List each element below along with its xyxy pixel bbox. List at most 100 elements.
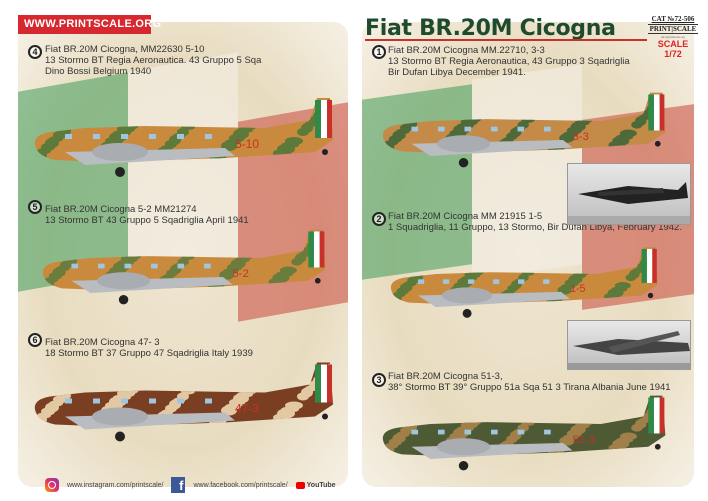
window <box>491 429 498 435</box>
caption-line: 38° Stormo BT 39° Gruppo 51a Sqa 51 3 Ti… <box>388 382 671 393</box>
window <box>121 134 128 139</box>
reference-photo-2 <box>567 320 691 370</box>
tail-wheel <box>654 140 661 147</box>
tail-wheel <box>322 149 328 155</box>
window <box>518 279 525 284</box>
window <box>93 134 100 139</box>
window <box>544 429 551 435</box>
tail-flag-green <box>308 231 314 268</box>
aircraft-code: 1-5 <box>570 283 586 295</box>
window <box>468 279 475 284</box>
profile-number: 5 <box>28 200 42 214</box>
engine-nacelle <box>92 407 148 426</box>
profile-number: 3 <box>372 373 386 387</box>
caption-line: 13 Stormo BT Regia Aeronautica, 43 Grupp… <box>388 56 630 67</box>
window <box>121 398 128 404</box>
landing-wheel <box>115 167 125 177</box>
window <box>149 134 156 139</box>
aircraft-profile: 51-3 <box>382 395 666 471</box>
aircraft-code: 5-2 <box>233 268 249 280</box>
window <box>437 429 445 435</box>
aircraft-profile: 5-10 <box>34 98 334 177</box>
caption-line: Fiat BR.20M Cicogna MM.22710, 3-3 <box>388 45 545 56</box>
landing-wheel <box>458 460 469 471</box>
window <box>205 398 212 404</box>
landing-wheel <box>118 294 129 305</box>
social-footer: www.instagram.com/printscale/ f www.face… <box>45 475 336 495</box>
window <box>205 134 212 139</box>
website-banner[interactable]: WWW.PRINTSCALE.ORG <box>18 15 161 34</box>
youtube-icon <box>295 481 305 489</box>
aircraft-code: 3-3 <box>573 131 589 143</box>
profile-caption: Fiat BR.20M Cicogna 51-3,38° Stormo BT 3… <box>388 371 671 393</box>
caption-line: Bir Dufan Libya December 1941. <box>388 67 526 78</box>
landing-wheel <box>458 157 469 168</box>
aircraft-code: 51-3 <box>573 434 596 446</box>
engine-nacelle <box>437 438 491 456</box>
window <box>177 134 184 139</box>
caption-line: Fiat BR.20M Cicogna 5-2 MM21274 <box>45 204 197 215</box>
brand-email: info@printscale.org <box>661 35 685 39</box>
window <box>493 279 500 284</box>
window <box>544 126 551 132</box>
instagram-icon[interactable] <box>45 478 59 492</box>
tail-flag-green <box>315 100 321 138</box>
aircraft-profile: 47-3 <box>34 362 334 442</box>
engine-nacelle <box>442 287 493 304</box>
window <box>65 134 72 139</box>
caption-line: Fiat BR.20M Cicogna MM 21915 1-5 <box>388 211 543 222</box>
aircraft-profile: 1-5 <box>390 247 658 318</box>
window <box>517 429 525 435</box>
aircraft-profile: 3-3 <box>382 92 666 168</box>
brand-logo: PRINT|SCALE <box>648 24 698 34</box>
window <box>177 398 184 404</box>
window <box>411 126 419 132</box>
caption-line: 1 Squadriglia, 11 Gruppo, 13 Stormo, Bir… <box>388 222 682 233</box>
window <box>124 263 132 269</box>
window <box>442 279 450 284</box>
profile-number: 6 <box>28 333 42 347</box>
tail-flag-green <box>641 248 647 283</box>
youtube-link[interactable]: YouTube <box>295 481 336 489</box>
aircraft-profile: 5-2 <box>42 229 326 305</box>
window <box>417 279 425 284</box>
tail-wheel <box>647 292 654 299</box>
caption-line: 13 Stormo BT Regia Aeronautica. 43 Grupp… <box>45 55 262 66</box>
tail-flag-green <box>648 94 654 131</box>
tail-flag-green <box>315 364 321 403</box>
caption-line: Fiat BR.20M Cicogna, MM22630 5-10 <box>45 44 205 55</box>
window <box>97 263 105 269</box>
instagram-link[interactable]: www.instagram.com/printscale/ <box>67 481 164 489</box>
window <box>491 126 498 132</box>
landing-wheel <box>462 308 472 318</box>
tail-wheel <box>654 443 661 450</box>
facebook-icon[interactable]: f <box>171 477 186 493</box>
title-underline <box>365 39 647 41</box>
window <box>204 263 211 269</box>
window <box>543 279 550 284</box>
catalog-block: CAT №72-506 PRINT|SCALE info@printscale.… <box>648 15 698 59</box>
caption-line: Fiat BR.20M Cicogna 51-3, <box>388 371 503 382</box>
engine-nacelle <box>437 135 491 153</box>
catalog-number: CAT №72-506 <box>651 15 695 23</box>
engine-nacelle <box>97 272 151 290</box>
window <box>151 263 158 269</box>
profile-number: 4 <box>28 45 42 59</box>
window <box>177 263 185 269</box>
caption-line: Dino Bossi Belgium 1940 <box>45 66 152 77</box>
tail-wheel <box>314 277 321 284</box>
profile-number: 1 <box>372 45 386 59</box>
youtube-label: YouTube <box>306 481 336 489</box>
landing-wheel <box>115 431 125 442</box>
page-title: Fiat BR.20M Cicogna <box>365 16 616 41</box>
window <box>411 429 419 435</box>
facebook-link[interactable]: www.facebook.com/printscale/ <box>193 481 288 489</box>
tail-flag-green <box>648 397 654 434</box>
window <box>464 126 472 132</box>
reference-photo-1 <box>567 163 691 225</box>
engine-nacelle <box>92 143 148 161</box>
